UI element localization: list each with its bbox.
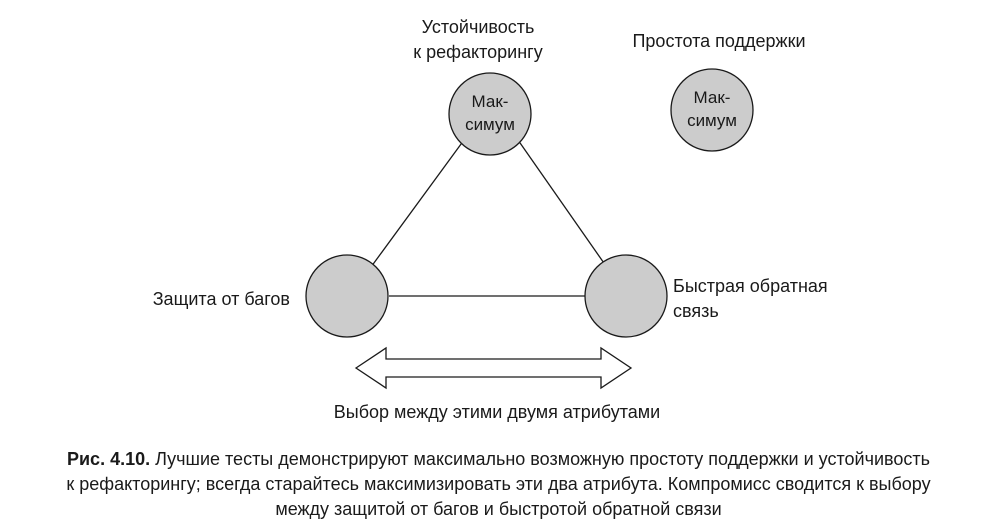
node-maintainability-value-line2: симум bbox=[687, 111, 737, 130]
node-refactoring-value-line1: Мак- bbox=[472, 92, 509, 111]
caption-line-3: между защитой от багов и быстротой обрат… bbox=[275, 499, 722, 519]
node-protection-against-bugs bbox=[305, 254, 389, 338]
tradeoff-label: Выбор между этими двумя атрибутами bbox=[334, 402, 660, 422]
node-maintainability-value-line1: Мак- bbox=[694, 88, 731, 107]
edge-refactoring-protection bbox=[370, 139, 465, 268]
figure-caption: Рис. 4.10. Лучшие тесты демонстрируют ма… bbox=[0, 447, 997, 522]
caption-line-1: Рис. 4.10. Лучшие тесты демонстрируют ма… bbox=[0, 447, 997, 472]
node-maintainability bbox=[670, 68, 754, 152]
node-fast-feedback bbox=[584, 254, 668, 338]
edge-refactoring-feedback bbox=[517, 139, 607, 267]
label-feedback-line2: связь bbox=[673, 301, 719, 321]
label-refactoring-line1: Устойчивость bbox=[422, 17, 535, 37]
label-protection: Защита от багов bbox=[153, 289, 290, 309]
caption-line-2: к рефакторингу; всегда старайтесь максим… bbox=[66, 474, 931, 494]
label-feedback-line1: Быстрая обратная bbox=[673, 276, 828, 296]
caption-figure-number: Рис. 4.10. bbox=[66, 449, 151, 469]
node-refactoring-value-line2: симум bbox=[465, 115, 515, 134]
label-maintainability: Простота поддержки bbox=[632, 31, 805, 51]
label-refactoring-line2: к рефакторингу bbox=[413, 42, 542, 62]
node-refactoring-resistance bbox=[448, 72, 532, 156]
tradeoff-double-arrow bbox=[354, 346, 633, 390]
caption-line-1-text: Лучшие тесты демонстрируют максимально в… bbox=[150, 449, 930, 469]
tradeoff-diagram: Мак- симум Устойчивость к рефакторингу М… bbox=[153, 17, 828, 422]
